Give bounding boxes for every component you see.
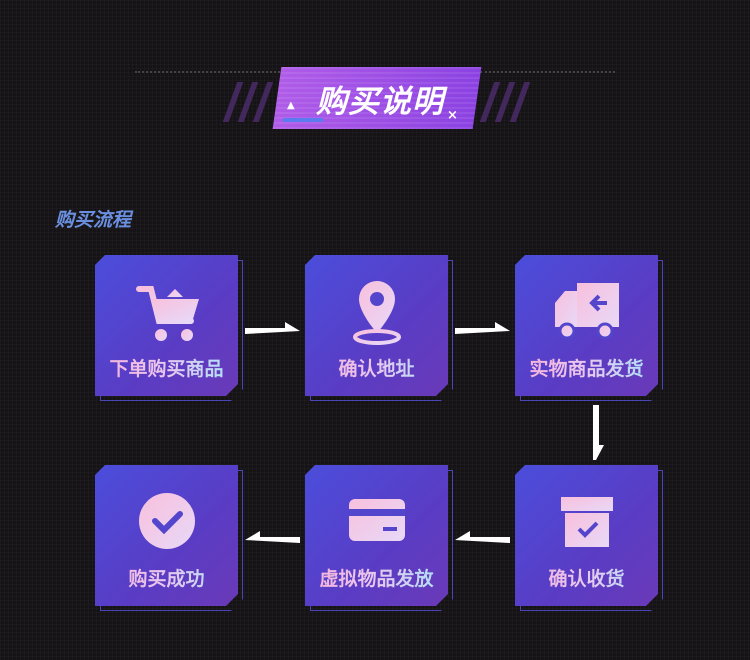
page-title: 购买说明: [316, 84, 444, 120]
banner-accent: [283, 118, 323, 122]
step-card: 确认收货: [515, 465, 658, 606]
step-card: 实物商品发货: [515, 255, 658, 396]
arrow-right: [455, 322, 510, 334]
delivery-truck-icon: [551, 275, 623, 347]
shopping-cart-icon: [131, 275, 203, 347]
step-label: 下单购买商品: [95, 354, 238, 381]
arrow-left: [455, 531, 510, 543]
step-label: 虚拟物品发放: [305, 564, 448, 591]
check-circle-icon: [131, 485, 203, 557]
section-title: 购买流程: [55, 209, 132, 231]
divider-right: [480, 71, 615, 73]
close-x-icon: ×: [447, 108, 458, 123]
divider-left: [135, 71, 280, 73]
step-card: 下单购买商品: [95, 255, 238, 396]
step-card: 虚拟物品发放: [305, 465, 448, 606]
location-pin-icon: [341, 275, 413, 347]
package-check-icon: [551, 485, 623, 557]
triangle-icon: ▲: [287, 100, 295, 111]
step-label: 确认地址: [305, 354, 448, 381]
step-label: 实物商品发货: [515, 354, 658, 381]
step-card: 确认地址: [305, 255, 448, 396]
arrow-down: [593, 405, 604, 460]
arrow-left: [245, 531, 300, 543]
arrow-right: [245, 322, 300, 334]
step-label: 购买成功: [95, 564, 238, 591]
step-label: 确认收货: [515, 564, 658, 591]
step-card: 购买成功: [95, 465, 238, 606]
card-icon: [341, 485, 413, 557]
